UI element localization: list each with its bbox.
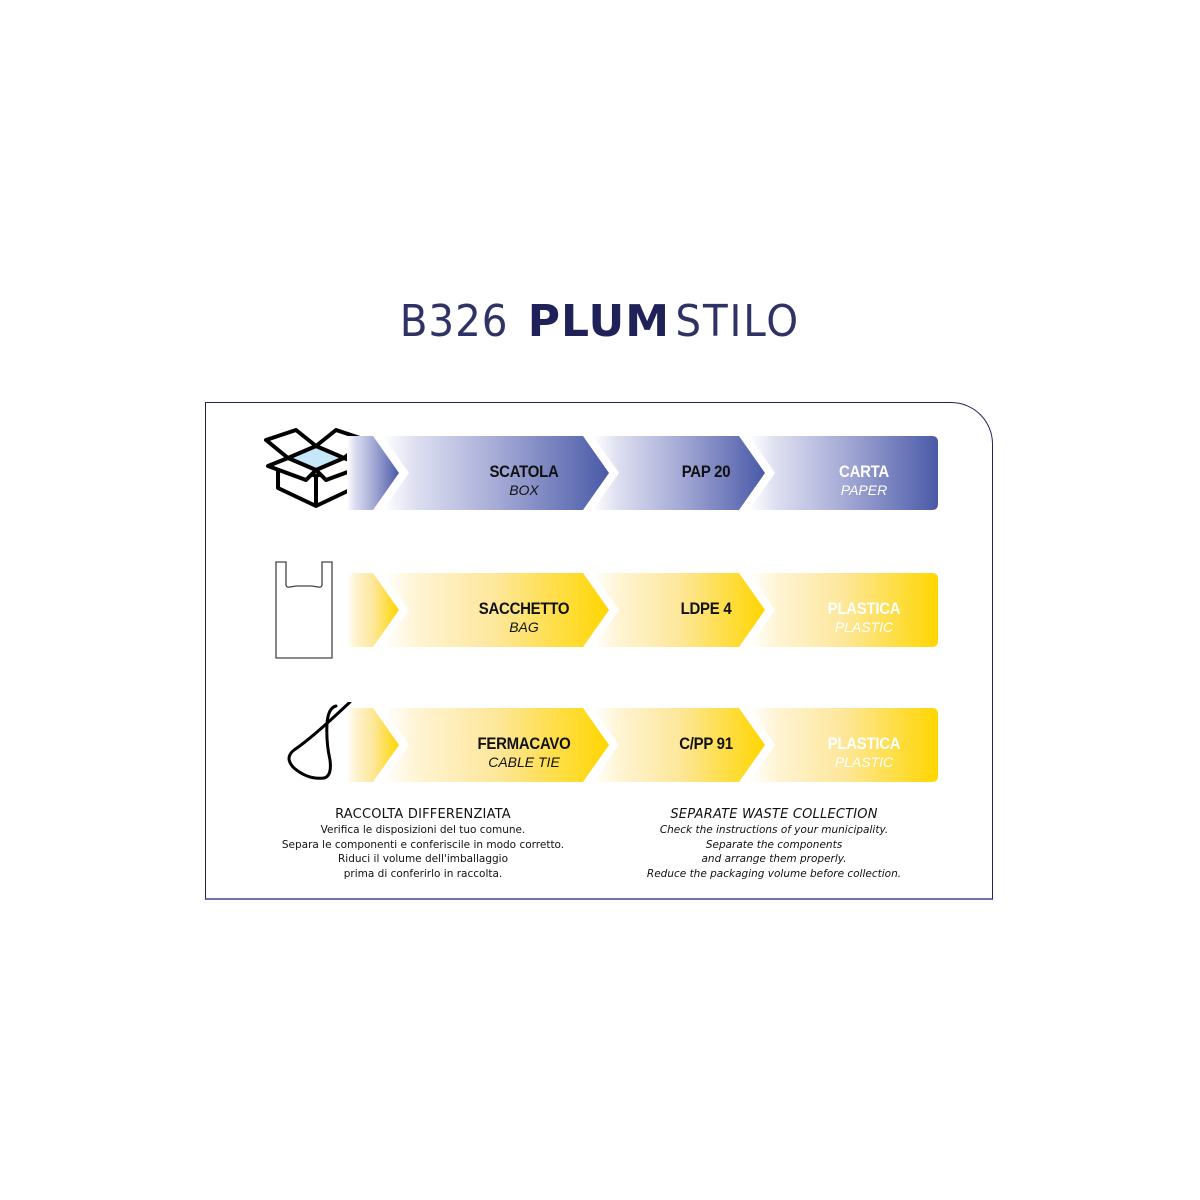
flow-arrow [347, 573, 938, 647]
segment-item [383, 573, 609, 647]
bag-icon [262, 561, 372, 659]
code-label: PAP 20 [681, 462, 731, 481]
flow-arrow [347, 436, 938, 510]
notes-line: Riduci il volume dell'imballaggio [338, 853, 508, 865]
notes-line: Separa le componenti e conferiscile in m… [281, 838, 565, 851]
recycling-card [205, 402, 993, 900]
notes-line: Separate the components [705, 838, 843, 851]
notes-line: Verifica le disposizioni del tuo comune. [320, 824, 526, 836]
code-label: C/PP 91 [679, 734, 733, 753]
product-code: B326 [399, 296, 509, 347]
notes-line: Reduce the packaging volume before colle… [646, 867, 902, 880]
segment-item [383, 436, 609, 510]
segment-code [593, 436, 765, 510]
segment-code [593, 708, 765, 782]
code-label: LDPE 4 [680, 599, 732, 618]
flow-arrow [347, 708, 938, 782]
brand-light: STILO [675, 296, 800, 347]
segment-material [749, 573, 938, 647]
cable-tie-icon [262, 702, 372, 782]
segment-material [749, 436, 938, 510]
segment-lead [347, 573, 399, 647]
segment-lead [347, 708, 399, 782]
notes-heading: RACCOLTA DIFFERENZIATA [335, 807, 511, 822]
notes-line: Check the instructions of your municipal… [659, 824, 889, 836]
notes-line: prima di conferirlo in raccolta. [343, 867, 503, 880]
segment-lead [347, 436, 399, 510]
notes-heading: SEPARATE WASTE COLLECTION [670, 807, 878, 822]
segment-item [383, 708, 609, 782]
segment-material [749, 708, 938, 782]
notes-line: and arrange them properly. [701, 853, 847, 865]
segment-code [593, 573, 765, 647]
notes-italian: RACCOLTA DIFFERENZIATA Verifica le dispo… [240, 806, 606, 881]
brand-bold: PLUM [527, 296, 671, 347]
notes-english: SEPARATE WASTE COLLECTION Check the inst… [614, 806, 934, 881]
